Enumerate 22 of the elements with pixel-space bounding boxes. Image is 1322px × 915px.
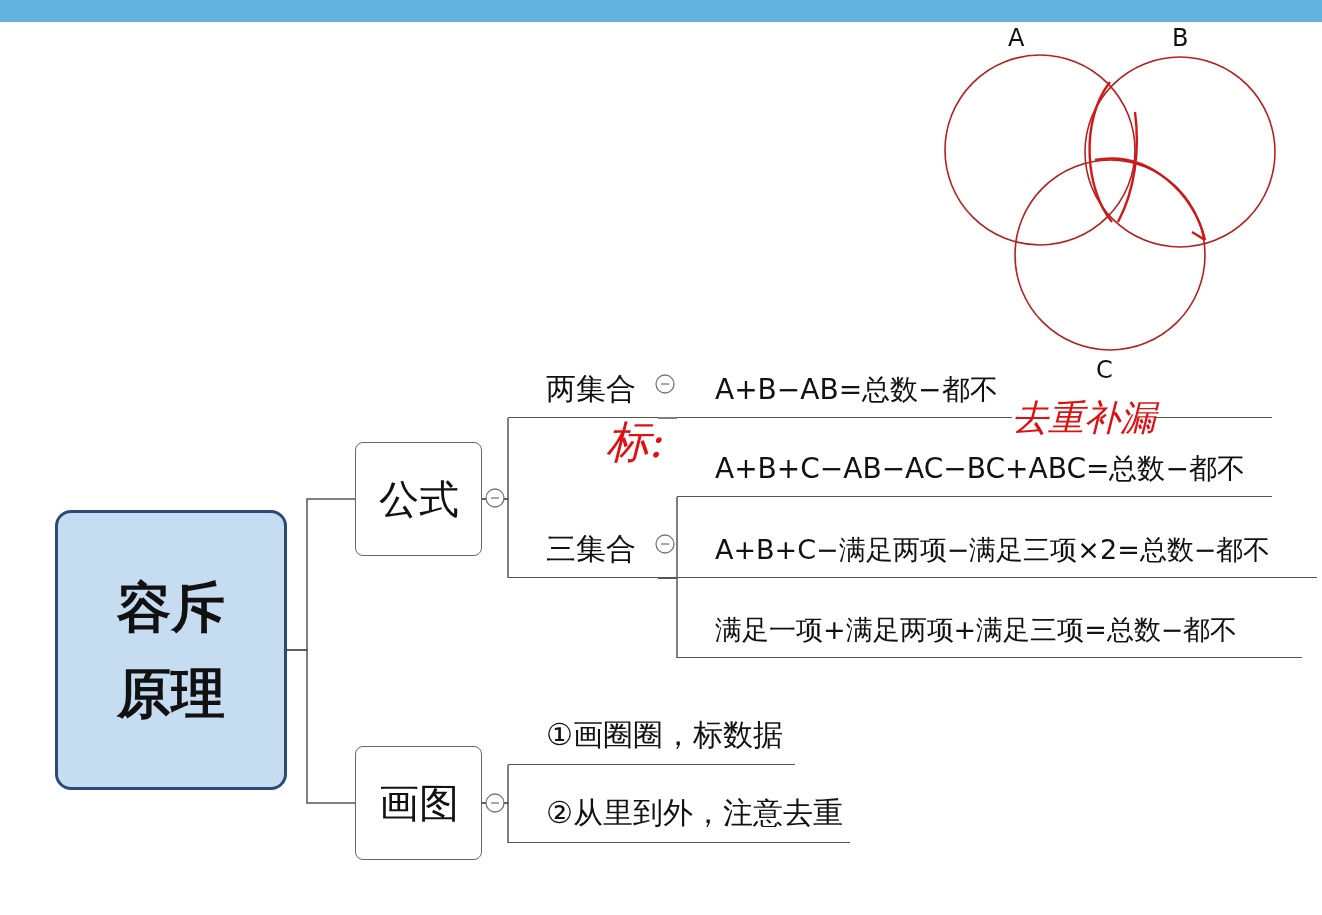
branch-text: A+B−AB=总数−都不 <box>715 371 998 408</box>
branch-line <box>481 498 509 579</box>
set-label: B <box>1172 26 1189 50</box>
set-label: C <box>1096 358 1113 382</box>
branch-text: 三集合 <box>546 530 636 568</box>
central-topic-text: 容斥原理 <box>115 573 226 727</box>
topic-box <box>355 746 482 860</box>
branch-text: A+B+C−AB−AC−BC+ABC=总数−都不 <box>715 450 1245 487</box>
branch-text: 满足一项+满足两项+满足三项=总数−都不 <box>715 612 1238 647</box>
set-label: A <box>1008 26 1025 50</box>
handwritten-note: 标: <box>606 420 665 464</box>
topic-text: 画图 <box>378 778 459 828</box>
topic-text: 公式 <box>378 474 459 524</box>
branch-line <box>286 649 356 804</box>
branch-text: ①画圈圈，标数据 <box>546 716 783 754</box>
branch-line <box>657 577 678 659</box>
branch-text: A+B+C−满足两项−满足三项×2=总数−都不 <box>715 532 1271 567</box>
branch-text: ②从里到外，注意去重 <box>546 794 843 832</box>
branch-line <box>657 417 678 419</box>
topic-box <box>355 442 482 556</box>
central-topic-box <box>55 510 287 790</box>
branch-text: 两集合 <box>546 370 636 408</box>
